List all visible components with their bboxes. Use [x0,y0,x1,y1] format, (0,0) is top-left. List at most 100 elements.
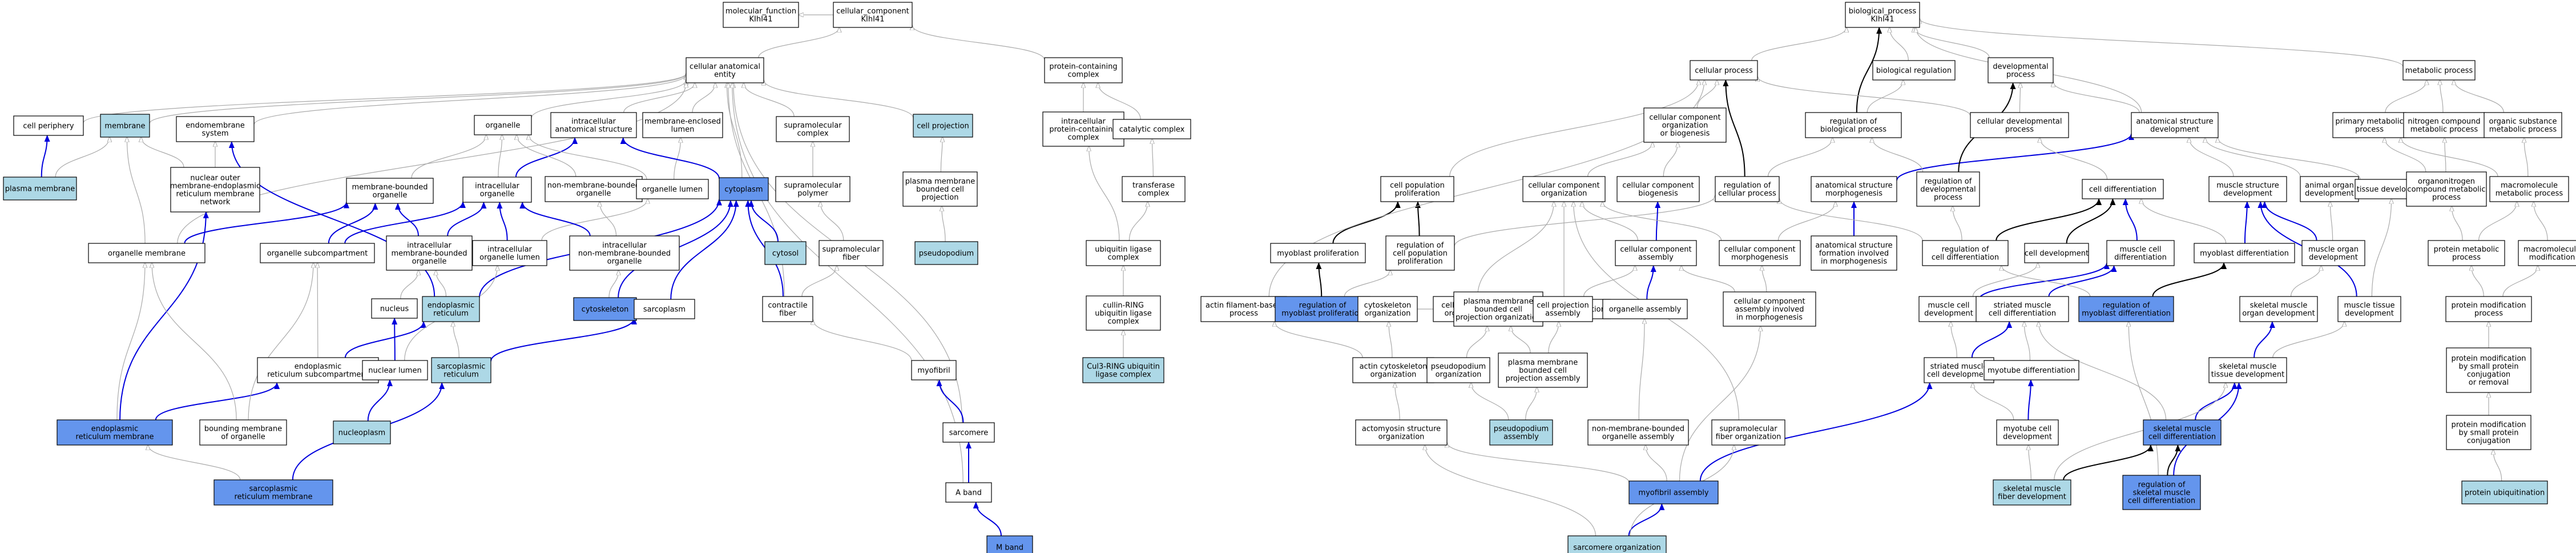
node-cellproc[interactable]: cellular process [1690,60,1758,81]
node-plasmamem[interactable]: plasma membrane [3,177,77,201]
node-nucouter[interactable]: nuclear outermembrane-endoplasmicreticul… [170,167,260,213]
node-cytoplasm[interactable]: cytoplasm [719,177,769,201]
node-bioreg[interactable]: biological regulation [1872,60,1956,81]
node-pseudopodium[interactable]: pseudopodium [914,241,978,265]
node-cytosol[interactable]: cytosol [764,241,807,265]
node-myoprolif[interactable]: myoblast proliferation [1270,243,1366,263]
node-protubiq[interactable]: protein ubiquitination [2461,480,2548,504]
node-sarcoplasm[interactable]: sarcoplasm [634,299,695,319]
node-metproc[interactable]: metabolic process [2402,60,2476,81]
node-membrane[interactable]: membrane [100,114,150,138]
node-orglumen[interactable]: organelle lumen [636,179,709,199]
node-periph[interactable]: cell periphery [13,115,84,136]
node-orgassembly[interactable]: organelle assembly [1602,299,1688,319]
node-myofibrilasm[interactable]: myofibril assembly [1628,480,1719,504]
node-sarcorg[interactable]: sarcomere organization [1567,535,1667,553]
node-nuclumen[interactable]: nuclear lumen [362,360,428,380]
node-celldev[interactable]: cell development [2024,243,2089,263]
node-celldiff[interactable]: cell differentiation [2082,179,2164,199]
node-nucleus[interactable]: nucleus [371,298,418,319]
node-aband[interactable]: A band [945,482,992,503]
node-catcomplex[interactable]: catalytic complex [1112,119,1191,139]
node-myofibril[interactable]: myofibril [911,360,957,380]
node-orgsub[interactable]: organelle subcompartment [260,243,375,263]
node-myodiff[interactable]: myoblast differentiation [2194,243,2295,263]
node-organelle[interactable]: organelle [474,115,532,135]
node-myotubediff[interactable]: myotube differentiation [1984,360,2079,380]
node-cellproj[interactable]: cell projection [913,114,973,138]
node-cytoskeleton[interactable]: cytoskeleton [573,297,637,321]
node-orgmem[interactable]: organelle membrane [88,243,205,263]
